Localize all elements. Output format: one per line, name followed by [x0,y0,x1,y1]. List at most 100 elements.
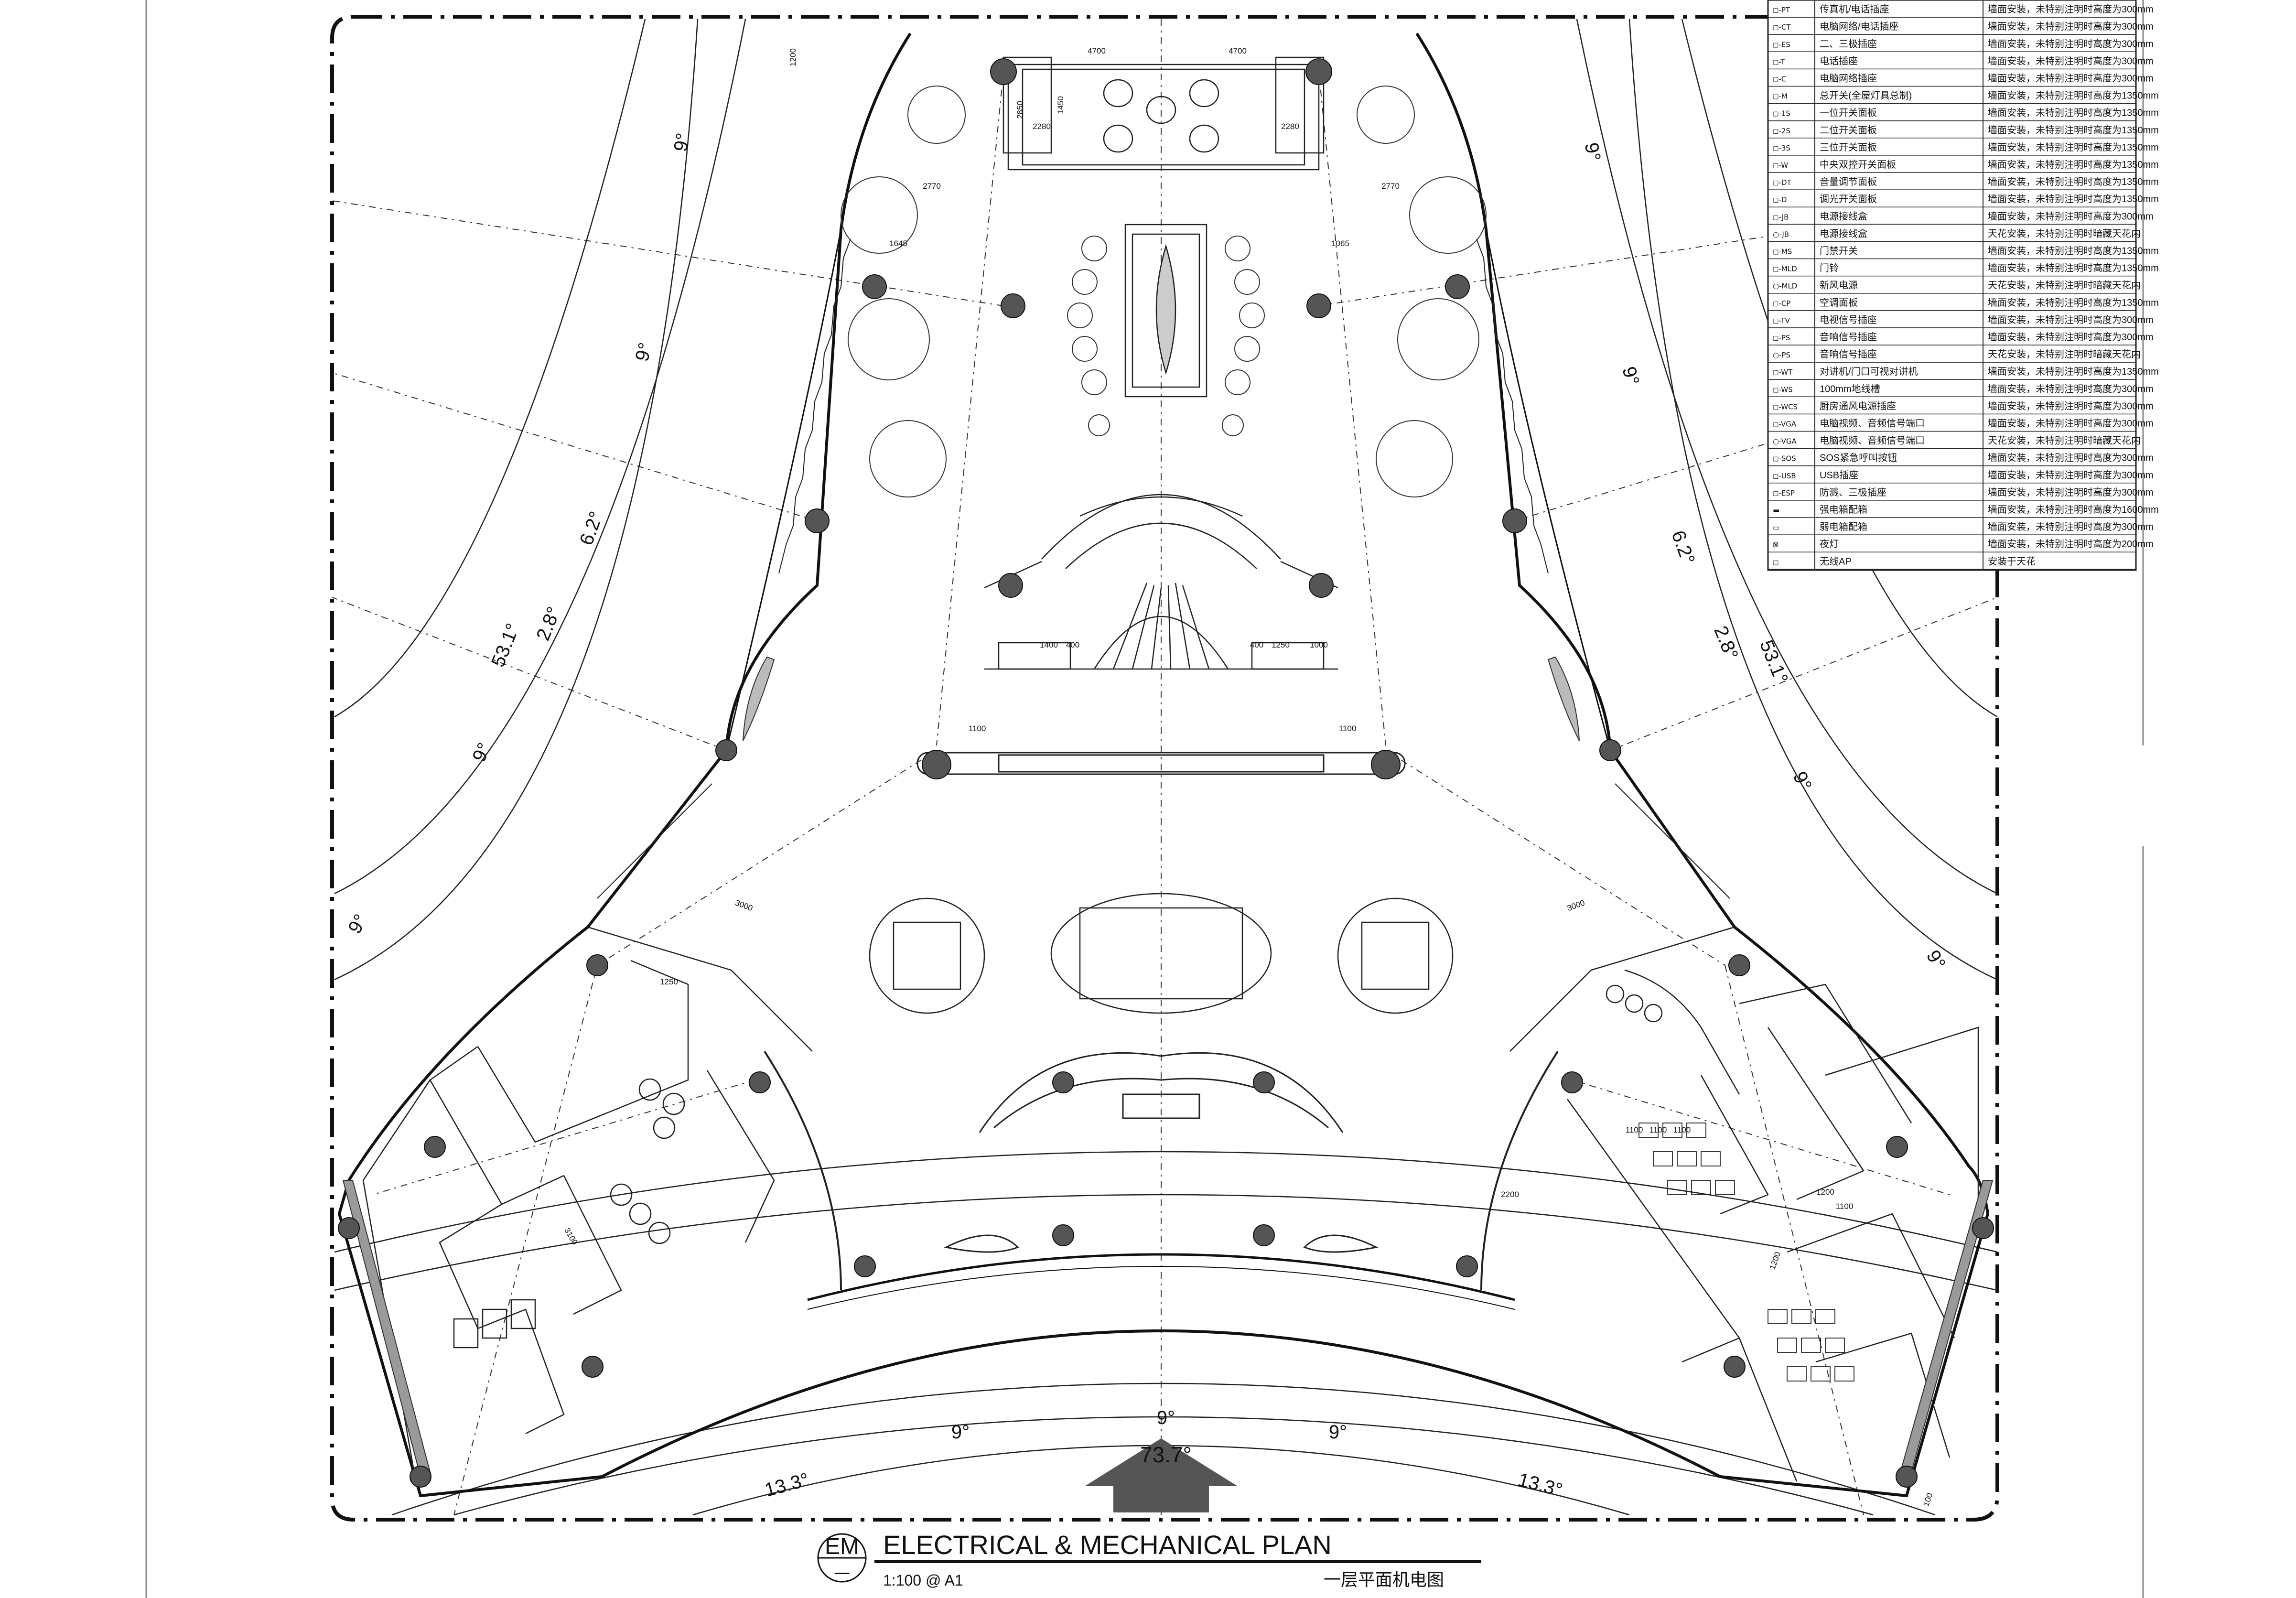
legend-name: 电脑网络/电话插座 [1820,21,1899,32]
legend-name: 电脑网络插座 [1820,73,1877,84]
dining-tables [841,86,1487,497]
angle-label: 9° [1581,141,1605,162]
legend-code: ◻-VGA [1773,420,1797,429]
dimension: 2280 [1033,122,1051,131]
legend-code: ◻-TV [1773,316,1790,325]
column [805,508,830,533]
legend-code: ○-VGA [1773,437,1797,446]
legend-note: 墙面安装，未特别注明时高度为300mm [1988,21,2154,32]
dimension: 400 [1066,640,1079,649]
legend-name: 空调面板 [1820,297,1858,308]
legend-note: 墙面安装，未特别注明时高度为300mm [1988,487,2154,498]
model-displays [869,893,1454,1014]
legend-note: 墙面安装，未特别注明时高度为1350mm [1988,297,2159,308]
legend-name: 厨房通风电源插座 [1820,400,1896,411]
column [1599,739,1621,761]
legend-note: 墙面安装，未特别注明时高度为300mm [1988,383,2154,394]
legend-code: ◻-MS [1773,248,1792,256]
dimension: 2770 [923,182,941,191]
legend-code: ◻-3S [1773,144,1790,152]
angle-label: 53.1° [1756,637,1792,687]
building-outline [337,32,1990,1498]
legend-code: ◻-JB [1773,213,1789,221]
legend-name: 电源接线盒 [1820,228,1867,239]
dimension: 1200 [1768,1251,1782,1271]
title-block: EM 一 ELECTRICAL & MECHANICAL PLAN 1:100 … [817,1530,1481,1589]
legend-code: ○-PS [1773,351,1790,359]
legend-name: 100mm地线槽 [1820,383,1880,394]
legend-code: ○-JB [1773,230,1789,238]
legend-code: ◻-ES [1773,40,1790,49]
legend-note: 天花安装，未特别注明时暗藏天花内 [1988,280,2141,291]
legend-name: 无线AP [1820,556,1852,567]
angle-label: 13.3° [763,1469,811,1501]
column [1728,954,1750,976]
dimension-labels: 4700 4700 1200 1100 1100 1400 400 400 12… [562,46,1935,1508]
dimension: 1100 [1836,1202,1854,1211]
legend-code: ◻-PT [1773,6,1790,14]
legend-name: 对讲机/门口可视对讲机 [1820,366,1918,377]
legend-note: 墙面安装，未特别注明时高度为1600mm [1988,504,2159,515]
legend-note: 天花安装，未特别注明时暗藏天花内 [1988,435,2141,446]
legend-note: 墙面安装，未特别注明时高度为300mm [1988,211,2154,222]
legend-name: 电视信号插座 [1820,314,1877,325]
column [1502,508,1527,533]
angle-label: 13.3° [1516,1469,1564,1501]
dimension: 2850 [1015,101,1024,119]
legend-name: 夜灯 [1820,539,1839,550]
legend-name: 一位开关面板 [1820,108,1877,119]
angle-label: 9° [670,131,694,153]
legend-note: 墙面安装，未特别注明时高度为300mm [1988,332,2154,343]
legend-name: 弱电箱配箱 [1820,521,1867,532]
legend-name: 调光开关面板 [1820,194,1877,205]
legend-note: 天花安装，未特别注明时暗藏天花内 [1988,228,2141,239]
sheet-code: EM [825,1534,859,1559]
legend-name: 音响信号插座 [1820,349,1877,360]
column [1561,1071,1583,1093]
legend-note: 墙面安装，未特别注明时高度为1350mm [1988,263,2159,274]
angle-label: 9° [1157,1407,1175,1428]
column [1371,750,1401,779]
legend-note: 墙面安装，未特别注明时高度为300mm [1988,453,2154,464]
legend-note: 墙面安装，未特别注明时高度为300mm [1988,73,2154,84]
legend-code: ⊠ [1773,540,1779,549]
drawing-title-cn: 一层平面机电图 [1324,1570,1444,1589]
column [338,1217,360,1239]
legend-name: USB插座 [1820,470,1858,481]
column [862,274,887,299]
column [1052,1071,1074,1093]
angle-label: 9° [951,1422,970,1443]
legend-code: ◻-WCS [1773,402,1798,411]
dimension: 1645 [889,239,907,248]
legend-code: ◻-1S [1773,109,1790,118]
sheet-number: 一 [834,1566,850,1584]
legend-note: 墙面安装，未特别注明时高度为300mm [1988,38,2154,49]
column [1445,274,1470,299]
column [1456,1255,1478,1277]
angle-label: 9° [468,740,495,765]
legend-name: 电源接线盒 [1820,211,1867,222]
angle-label: 6.2° [576,508,607,548]
legend-name: 电话插座 [1820,55,1858,66]
angle-label: 6.2° [1667,528,1699,567]
column [715,739,737,761]
entrance-arrow [1085,1438,1238,1512]
legend-note: 墙面安装，未特别注明时高度为300mm [1988,418,2154,429]
right-wing-rooms [1480,926,1979,1482]
legend-code: ▬ [1773,506,1779,515]
column [410,1466,431,1488]
column [1972,1217,1994,1239]
column [1306,293,1331,318]
legend-note: 墙面安装，未特别注明时高度为1350mm [1988,90,2159,101]
legend-code: ▭ [1773,523,1779,532]
drawing-title: ELECTRICAL & MECHANICAL PLAN [883,1530,1332,1560]
legend-name: 音量调节面板 [1820,176,1877,187]
lower-reception [944,1052,1379,1253]
column [582,1356,604,1378]
concentric-arcs [334,19,1998,1516]
legend-note: 墙面安装，未特别注明时高度为1350mm [1988,246,2159,257]
angle-label: 2.8° [1710,623,1742,663]
legend-code: ◻-M [1773,92,1788,101]
column [1253,1224,1275,1246]
